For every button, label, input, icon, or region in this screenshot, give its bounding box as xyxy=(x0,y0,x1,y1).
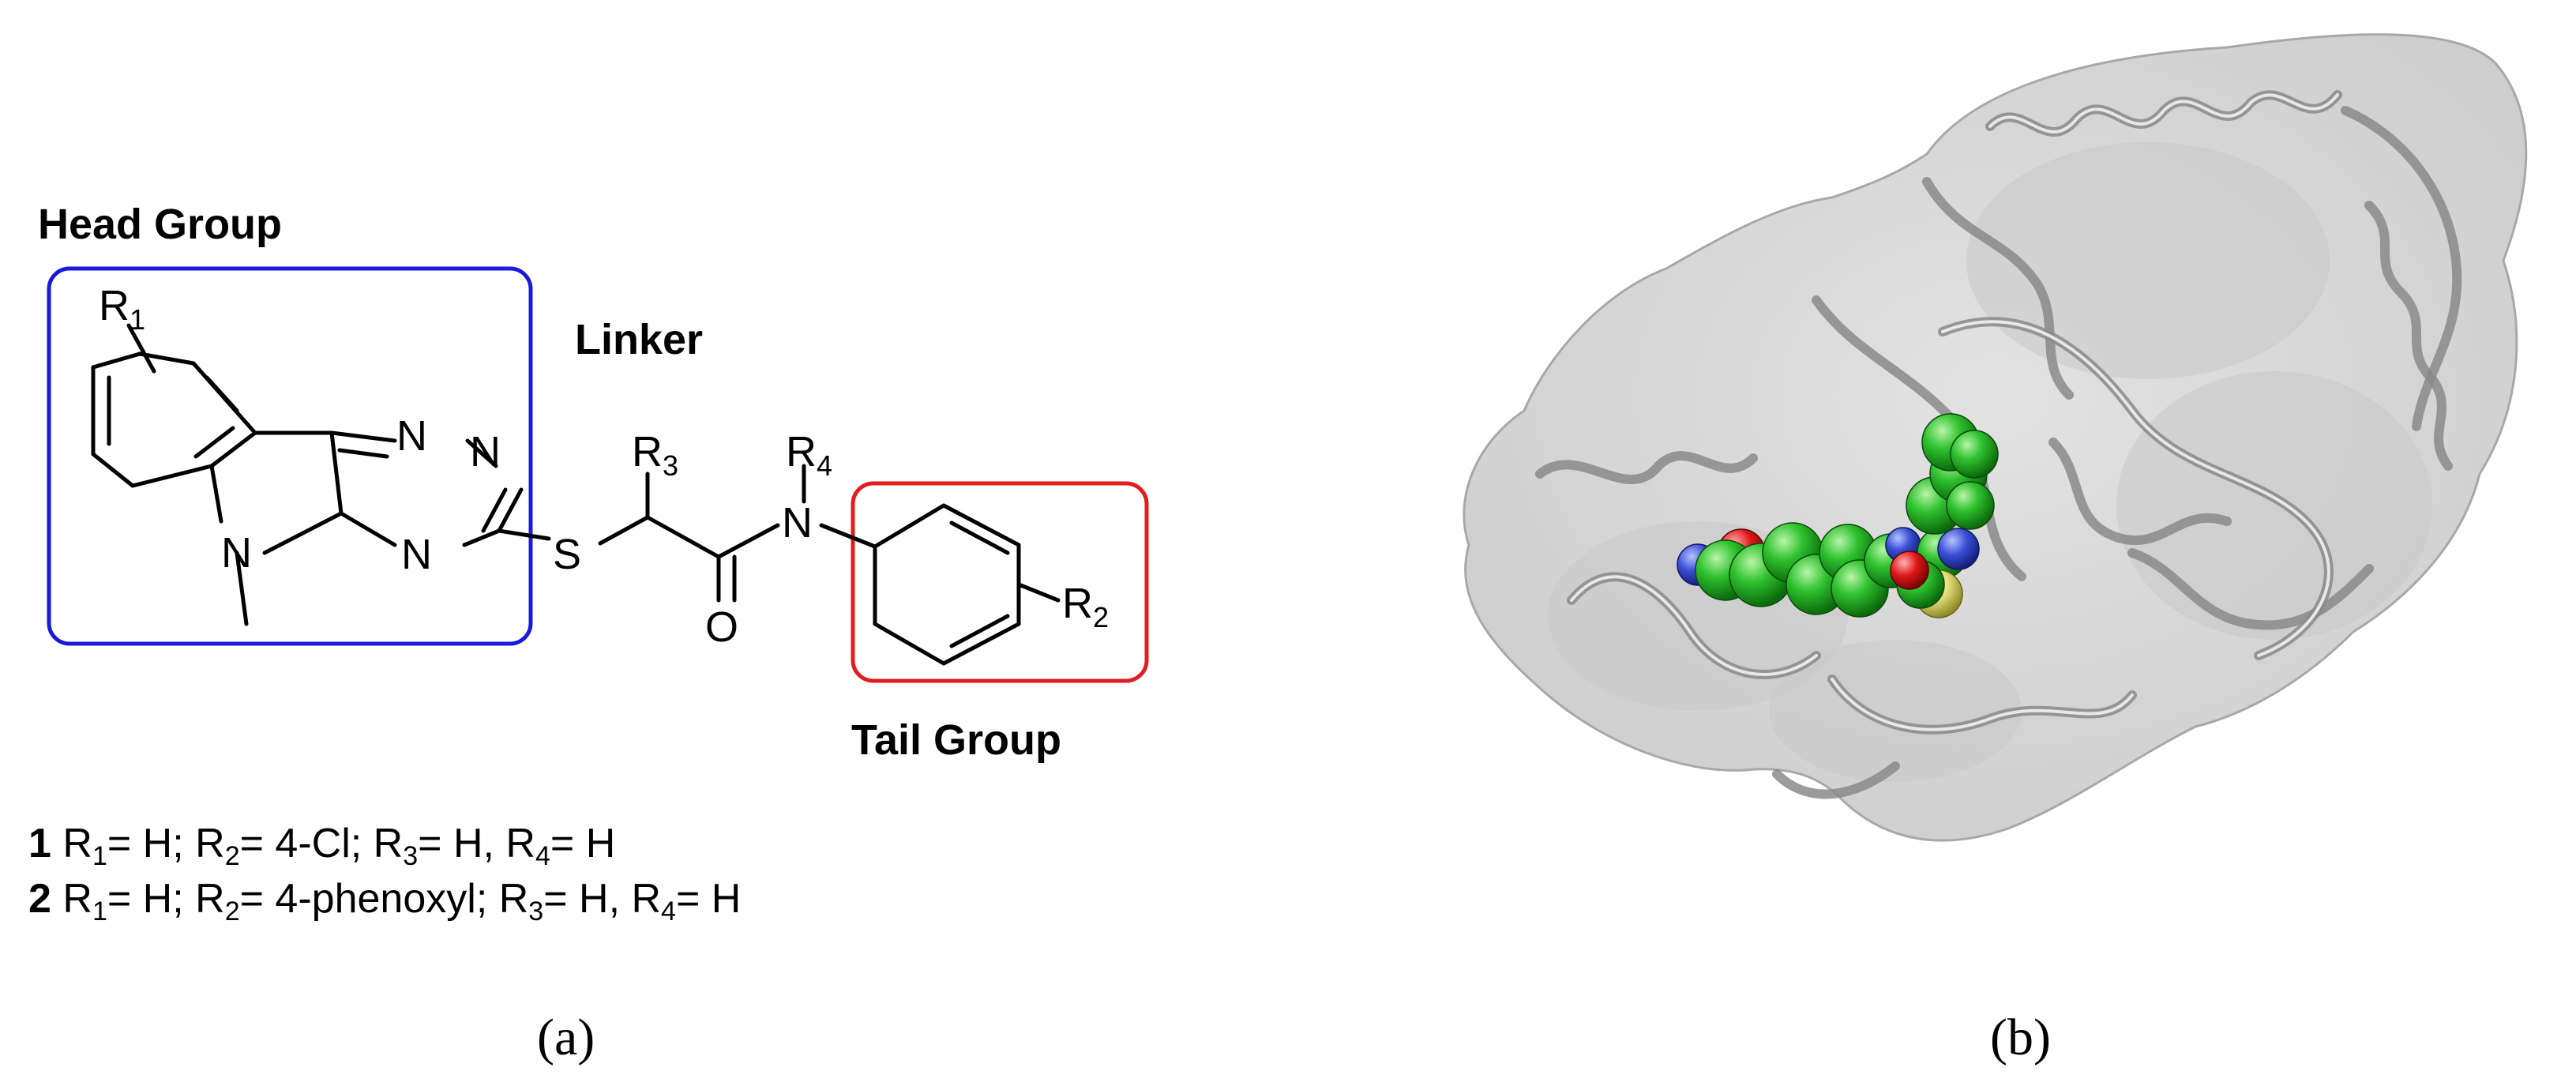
atom-n-triazine-2: N xyxy=(470,428,501,475)
atom-r3: R3 xyxy=(632,428,678,482)
atom-r2: R2 xyxy=(1062,580,1109,633)
surface-shading xyxy=(1548,142,2432,782)
atom-n-triazine-3: N xyxy=(401,531,432,578)
protein-ribbons-highlight xyxy=(1570,93,2339,731)
atom-r1: R1 xyxy=(99,282,145,336)
tail-group-label: Tail Group xyxy=(851,716,1061,764)
atom-o: O xyxy=(705,603,738,651)
atom-r4: R4 xyxy=(786,428,832,482)
caption-a: (a) xyxy=(537,1009,595,1066)
compound-1: 1 R1= H; R2= 4-Cl; R3= H, R4= H xyxy=(28,821,615,871)
head-group-box xyxy=(47,266,533,646)
atom-s: S xyxy=(553,531,581,578)
panel-a: Head Group Linker Tail Group xyxy=(28,201,1149,1066)
molecule-atoms: R1 N N N N S R3 O N R4 R2 xyxy=(99,282,1109,651)
caption-b: (b) xyxy=(1990,1009,2051,1066)
tail-group-box xyxy=(851,481,1149,683)
linker-label: Linker xyxy=(575,316,703,363)
atom-n-amide: N xyxy=(782,499,813,547)
head-group-label: Head Group xyxy=(38,201,282,248)
docked-ligand xyxy=(1677,413,1999,618)
atom-n-triazine-1: N xyxy=(396,412,427,460)
atom-n-indole: N xyxy=(221,529,252,577)
panel-b: (b) xyxy=(1463,33,2528,1066)
compound-2: 2 R1= H; R2= 4-phenoxyl; R3= H, R4= H xyxy=(28,876,741,926)
molecule-bonds xyxy=(91,323,1061,666)
compound-list: 1 R1= H; R2= 4-Cl; R3= H, R4= H 2 R1= H;… xyxy=(28,821,741,926)
